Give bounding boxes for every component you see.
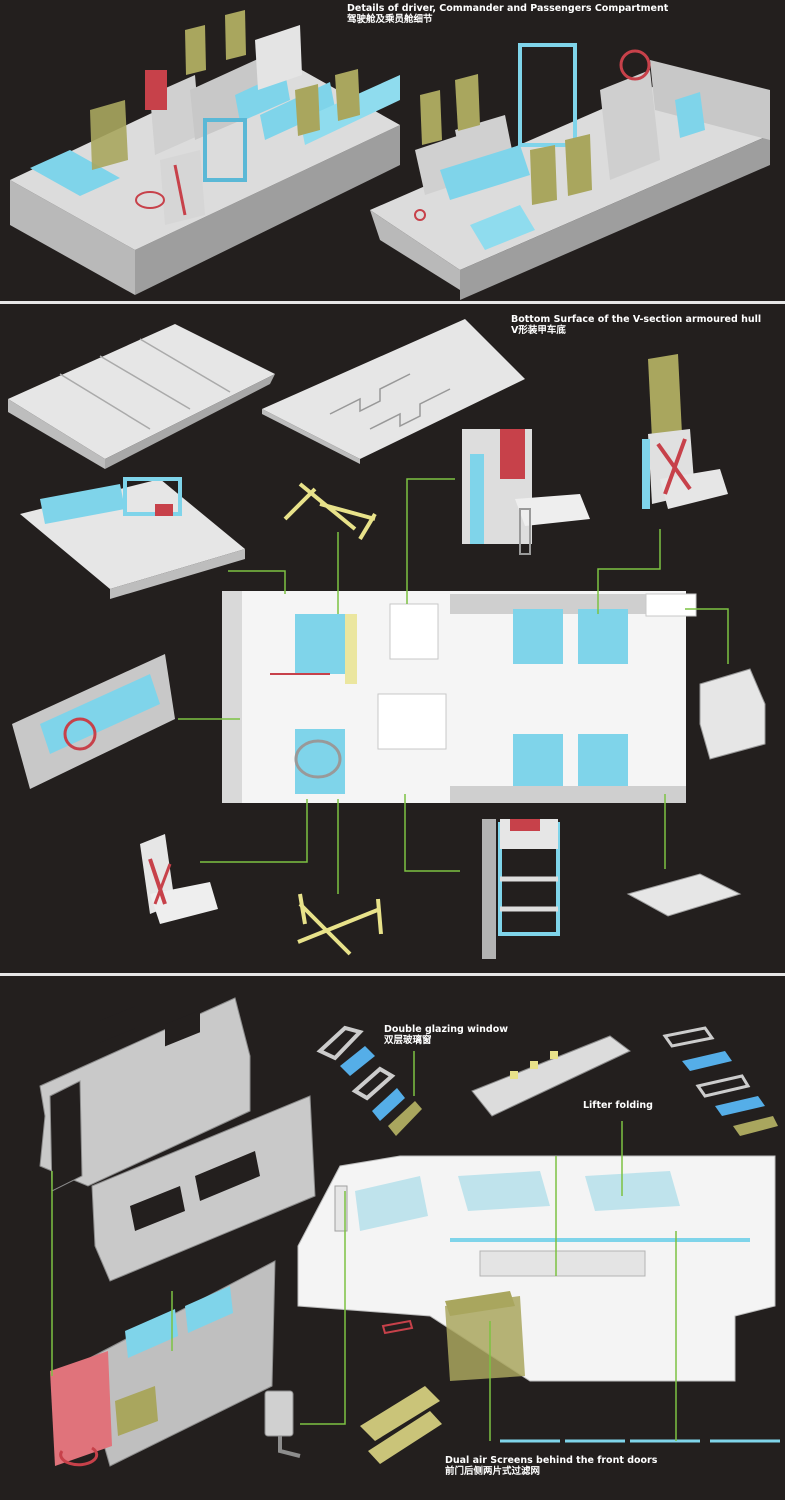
glazing-parts bbox=[316, 1025, 422, 1136]
section2-caption: Bottom Surface of the V-section armoured… bbox=[511, 314, 761, 336]
section2-caption-cn: V形装甲车底 bbox=[511, 325, 566, 336]
lifter-caption-en: Lifter folding bbox=[583, 1100, 653, 1111]
section1-caption-en: Details of driver, Commander and Passeng… bbox=[347, 3, 669, 14]
hull-plate-left bbox=[8, 324, 275, 469]
side-panel-lower bbox=[50, 1260, 276, 1467]
left-cabin-model bbox=[10, 10, 400, 295]
hull-plate-right bbox=[262, 319, 525, 464]
section2-caption-en: Bottom Surface of the V-section armoured… bbox=[511, 314, 762, 325]
leader-lines bbox=[178, 478, 729, 894]
section-divider-1 bbox=[0, 301, 785, 304]
glazing-caption: Double glazing window 双层玻璃窗 bbox=[384, 1024, 508, 1046]
mirror-part bbox=[264, 1390, 301, 1458]
screens-caption-cn: 前门后侧两片式过滤网 bbox=[445, 1466, 541, 1477]
vehicle-side-panel bbox=[297, 1155, 776, 1382]
dashboard-part bbox=[12, 654, 175, 789]
lifter-caption: Lifter folding bbox=[583, 1100, 653, 1111]
section2-illustration bbox=[8, 319, 766, 959]
glazing-caption-en: Double glazing window bbox=[384, 1024, 509, 1035]
section1-caption: Details of driver, Commander and Passeng… bbox=[347, 3, 668, 25]
glazing-caption-cn: 双层玻璃窗 bbox=[384, 1035, 432, 1046]
window-stack bbox=[662, 1026, 778, 1136]
side-panel-middle bbox=[91, 1095, 316, 1282]
storage-box bbox=[699, 668, 766, 760]
screens-caption-en: Dual air Screens behind the front doors bbox=[445, 1455, 658, 1466]
floor-part bbox=[20, 477, 245, 599]
section3-illustration bbox=[39, 997, 780, 1467]
lifter-part bbox=[471, 1035, 631, 1117]
side-panel-top bbox=[39, 997, 251, 1192]
seat-brace-top bbox=[283, 482, 377, 541]
seat-brace-bottom bbox=[297, 893, 383, 956]
tray-part bbox=[626, 873, 742, 917]
section1-caption-cn: 驾驶舱及乘员舱细节 bbox=[347, 14, 433, 25]
commander-seat bbox=[462, 429, 590, 555]
passenger-seat-top bbox=[642, 354, 728, 509]
screens-caption: Dual air Screens behind the front doors … bbox=[445, 1455, 657, 1477]
driver-seat bbox=[140, 834, 218, 924]
right-cabin-model bbox=[370, 43, 770, 300]
section1-illustration bbox=[10, 10, 770, 300]
compartment-plan bbox=[222, 591, 697, 803]
section-divider-2 bbox=[0, 973, 785, 976]
leader-lines-section3 bbox=[51, 1051, 677, 1441]
air-screen-parts bbox=[360, 1386, 442, 1464]
shelf-rack bbox=[482, 819, 560, 959]
